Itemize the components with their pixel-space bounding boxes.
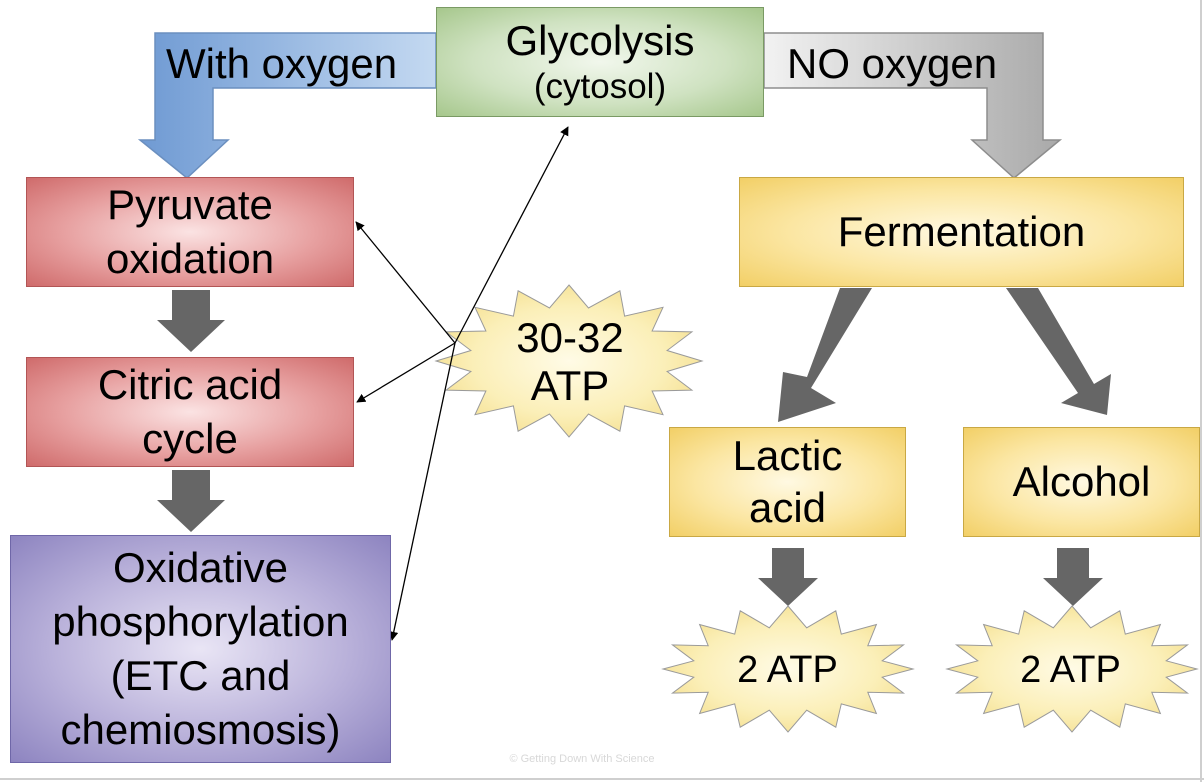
no-oxygen-label: NO oxygen [787,40,998,87]
fermentation-box: Fermentation [739,177,1184,287]
lactic-line-1: Lactic [732,432,843,479]
pyruvate-line-2: oxidation [105,235,275,282]
with-oxygen-arrow [137,32,437,179]
alcohol-label: Alcohol [1012,458,1151,505]
step-arrow-citric-to-oxphos [157,470,225,532]
oxphos-line-2: phosphorylation [52,598,349,645]
fermentation-to-alcohol-arrow [1006,288,1111,415]
step-arrow-pyruvate-to-citric [157,290,225,352]
no-oxygen-arrow [763,32,1063,179]
atp-aerobic-label: 30-32 ATP [480,312,660,412]
pyruvate-line-1: Pyruvate [107,181,273,228]
lactic-to-atp-arrow [758,548,818,606]
pyruvate-oxidation-box: Pyruvate oxidation [26,177,354,287]
oxidative-phosphorylation-box: Oxidative phosphorylation (ETC and chemi… [10,535,391,763]
oxphos-line-1: Oxidative [112,544,289,591]
atp-burst-alcohol [945,605,1199,733]
watermark: © Getting Down With Science [509,753,655,765]
lactic-acid-box: Lactic acid [669,427,906,537]
atp-aerobic-line-1: 30-32 [516,314,624,361]
atp-burst-aerobic [434,284,704,438]
fermentation-to-lactic-arrow [778,288,872,422]
atp-pointer-to-glycolysis [454,126,569,344]
with-oxygen-label: With oxygen [166,40,398,87]
citric-line-2: cycle [142,415,238,462]
atp-pointer-to-pyruvate [355,221,456,344]
lactic-line-2: acid [748,484,827,531]
citric-acid-cycle-box: Citric acid cycle [26,357,354,467]
glycolysis-box: Glycolysis (cytosol) [436,7,764,117]
oxphos-line-3: (ETC and [110,652,291,699]
atp-alcohol-label: 2 ATP [1020,648,1121,691]
atp-lactic-label: 2 ATP [737,648,838,691]
glycolysis-title: Glycolysis [505,17,695,64]
atp-burst-lactic [661,605,915,733]
atp-pointer-to-citric [356,342,456,403]
alcohol-box: Alcohol [963,427,1200,537]
atp-pointer-to-oxphos [389,342,456,641]
fermentation-title: Fermentation [837,208,1086,255]
citric-line-1: Citric acid [97,361,283,408]
oxphos-line-4: chemiosmosis) [60,706,341,753]
alcohol-to-atp-arrow [1043,548,1103,606]
atp-aerobic-line-2: ATP [530,362,610,409]
glycolysis-location: (cytosol) [533,67,667,106]
